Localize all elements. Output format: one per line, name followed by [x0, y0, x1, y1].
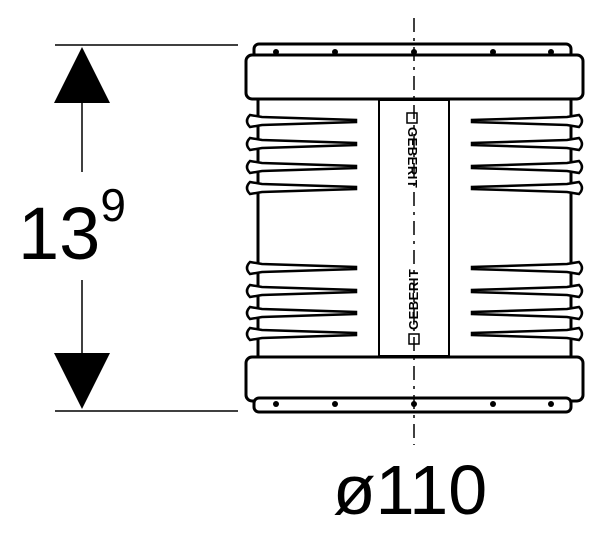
- rib-right: [470, 180, 584, 196]
- height-value: 139: [18, 179, 126, 275]
- arrowhead-down: [54, 353, 110, 409]
- rivet-dot: [332, 401, 338, 407]
- height-main: 13: [18, 192, 100, 275]
- rib-left: [245, 113, 358, 129]
- rivet-dot: [490, 49, 496, 55]
- rib-left: [245, 305, 358, 321]
- rivet-dot: [548, 49, 554, 55]
- brand-mark-1: GEBERIT: [405, 127, 420, 188]
- rib-right: [470, 113, 584, 129]
- rib-right: [470, 136, 584, 152]
- rib-left: [245, 136, 358, 152]
- rib-left: [245, 326, 358, 342]
- rivet-dot: [490, 401, 496, 407]
- height-dimension: [54, 44, 238, 412]
- rib-right: [470, 326, 584, 342]
- rib-right: [470, 283, 584, 299]
- rib-left: [245, 283, 358, 299]
- rivet-dot: [273, 49, 279, 55]
- brand-box-icon: [406, 112, 418, 124]
- rib-left: [245, 260, 358, 276]
- rib-right: [470, 260, 584, 276]
- diameter-label: ø110: [333, 451, 487, 529]
- rivet-dot: [273, 401, 279, 407]
- rib-right: [470, 159, 584, 175]
- rivet-dot: [548, 401, 554, 407]
- rib-right: [470, 305, 584, 321]
- rib-left: [245, 159, 358, 175]
- rib-left: [245, 180, 358, 196]
- height-superscript: 9: [100, 179, 126, 231]
- ribs: [245, 113, 584, 342]
- arrowhead-up: [54, 47, 110, 103]
- rivet-dot: [332, 49, 338, 55]
